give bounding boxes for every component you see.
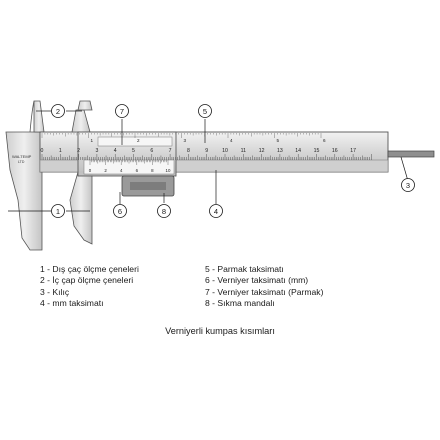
callout-8: 8 (157, 204, 171, 218)
callout-label: 3 (406, 181, 410, 190)
main-scale-label: 8 (187, 148, 190, 154)
legend-item-7: 7 - Verniyer taksimatı (Parmak) (205, 286, 324, 297)
callout-label: 5 (203, 107, 207, 116)
inch-scale-label: 6 (323, 138, 326, 143)
main-scale-label: 16 (332, 148, 338, 154)
legend-item-5: 5 - Parmak taksimatı (205, 264, 284, 274)
fixed-outside-jaw (5, 131, 43, 251)
legend-item-1: 1 - Dış çaç ölçme çeneleri (40, 264, 139, 274)
inch-scale-label: 3 (184, 138, 187, 143)
inch-scale-label: 4 (230, 138, 233, 143)
callout-label: 8 (162, 207, 166, 216)
legend-right: 5 - Parmak taksimatı 6 - Verniyer taksim… (205, 264, 323, 310)
callout-label: 1 (56, 207, 60, 216)
callout-3: 3 (401, 178, 415, 192)
legend-item-3: 3 - Kılıç (40, 286, 70, 297)
callout-1: 1 (51, 204, 65, 218)
main-scale-label: 0 (41, 148, 44, 154)
callout-label: 4 (214, 207, 218, 216)
main-scale-label: 7 (169, 148, 172, 154)
main-scale-label: 11 (241, 148, 246, 154)
legend-left: 1 - Dış çaç ölçme çeneleri 2 - İç çap öl… (40, 264, 139, 310)
brand-sub-label: LTD (18, 160, 25, 164)
vernier-scale-label: 4 (120, 168, 123, 173)
callout-label: 7 (120, 107, 124, 116)
callout-label: 6 (118, 207, 122, 216)
main-scale-label: 14 (295, 148, 301, 154)
main-scale-label: 17 (350, 148, 356, 154)
brand-label: WALTEMP (12, 154, 32, 159)
callout-leaders (8, 110, 409, 212)
vernier-scale-ticks (89, 160, 169, 165)
inch-scale-ticks (41, 133, 322, 138)
inch-scale-labels: 1 2 3 4 5 6 (91, 138, 327, 143)
main-scale-label: 9 (205, 148, 208, 154)
fixed-inside-jaw (33, 100, 45, 133)
inch-scale-label: 5 (277, 138, 280, 143)
sliding-jaw (69, 100, 177, 245)
main-scale-label: 15 (314, 148, 320, 154)
callout-7: 7 (115, 104, 129, 118)
callout-label: 2 (56, 107, 60, 116)
vernier-scale-label: 10 (166, 168, 171, 173)
inch-scale-label: 1 (91, 138, 94, 143)
vernier-scale-label: 8 (151, 168, 154, 173)
main-scale-label: 10 (222, 148, 228, 154)
main-scale-label: 2 (77, 148, 80, 154)
diagram-caption: Verniyerli kumpas kısımları (165, 326, 275, 336)
main-scale-label: 4 (114, 148, 117, 154)
vernier-scale-labels: 0 2 4 6 8 10 (89, 168, 171, 173)
legend-item-6: 6 - Verniyer taksimatı (mm) (205, 275, 309, 286)
main-scale-label: 13 (277, 148, 283, 154)
inch-scale-label: 2 (137, 138, 140, 143)
main-scale-label: 5 (132, 148, 135, 154)
callout-4: 4 (209, 204, 223, 218)
depth-rod (387, 150, 435, 158)
main-scale-label: 3 (95, 148, 98, 154)
main-scale-label: 1 (59, 148, 62, 154)
callout-2: 2 (51, 104, 65, 118)
legend-item-2: 2 - İç çap ölçme çeneleri (40, 275, 134, 286)
inch-vernier-window (97, 136, 173, 147)
legend-item-8: 8 - Sıkma mandalı (205, 298, 275, 309)
main-scale-ticks (41, 154, 372, 160)
legend-item-4: 4 - mm taksimatı (40, 298, 104, 309)
vernier-scale-label: 0 (89, 168, 92, 173)
callout-5: 5 (198, 104, 212, 118)
vernier-scale-label: 6 (136, 168, 139, 173)
callout-6: 6 (113, 204, 127, 218)
main-scale-label: 6 (150, 148, 153, 154)
main-scale-label: 12 (259, 148, 265, 154)
vernier-scale-label: 2 (104, 168, 107, 173)
